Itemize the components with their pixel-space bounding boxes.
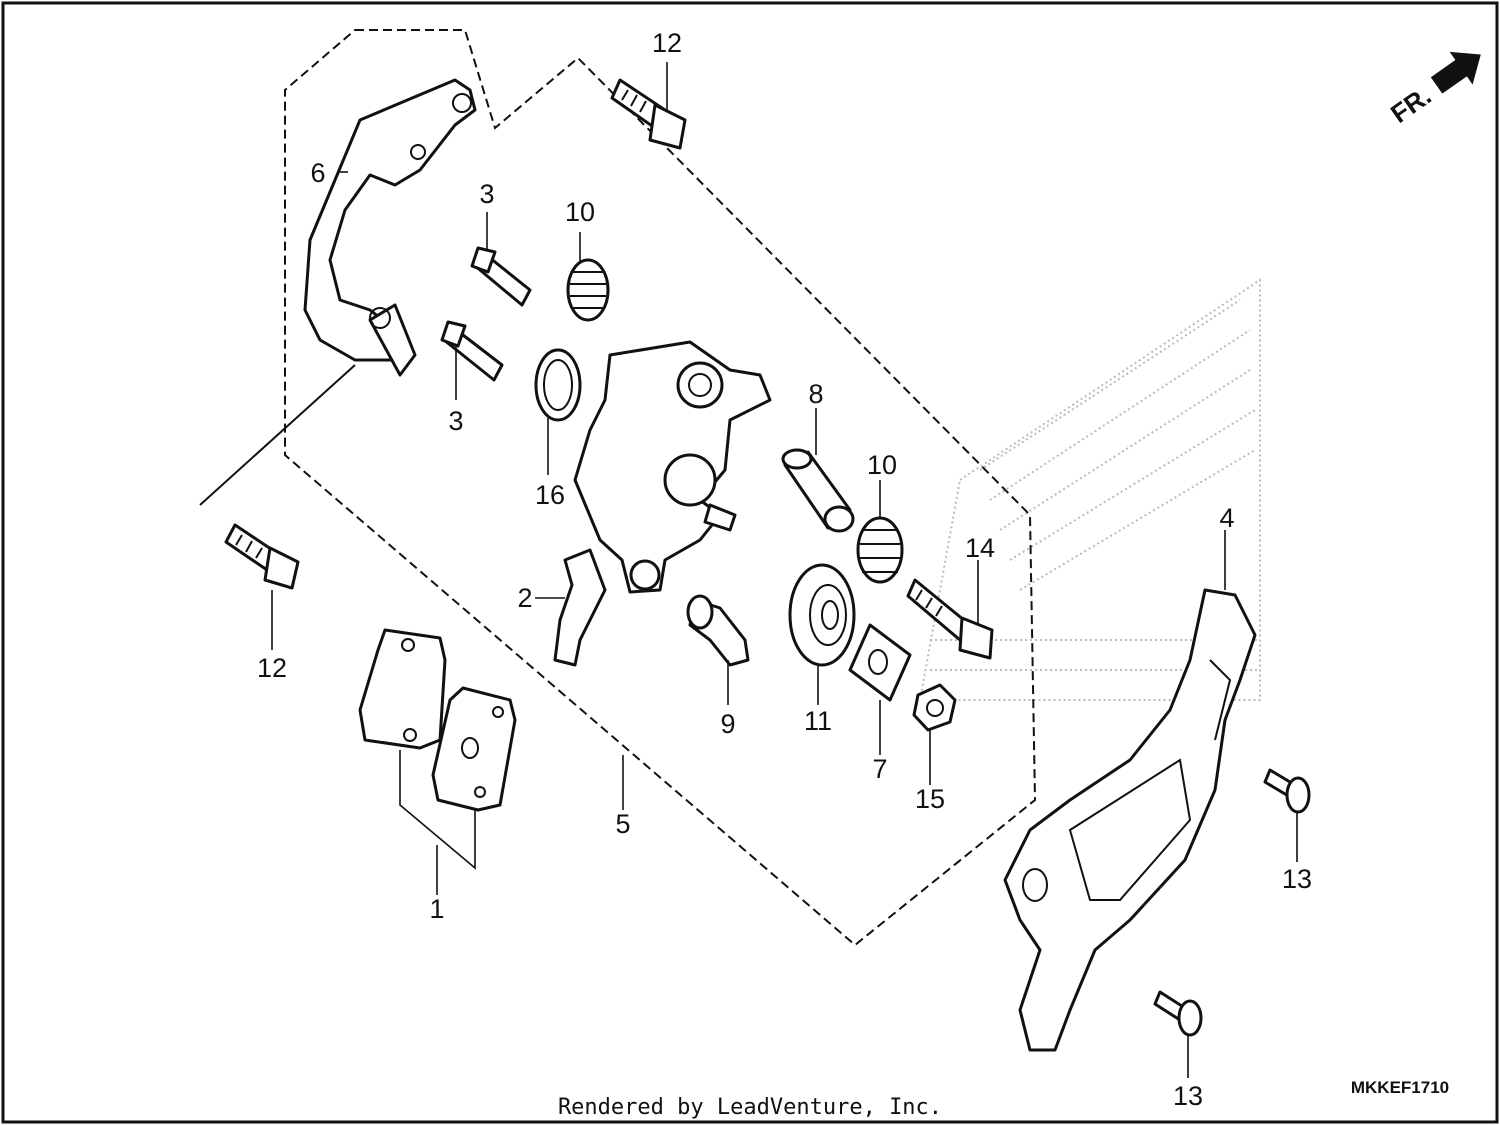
callout-labels: 1 2 3 3 4 5 6 7 8 9 10 10 11 12 12 13 13…	[257, 28, 1312, 1111]
callout-8: 8	[808, 379, 823, 409]
callout-13-lower: 13	[1173, 1081, 1203, 1111]
caliper-bracket	[303, 78, 477, 377]
callout-11: 11	[804, 706, 832, 736]
callout-12-top: 12	[652, 28, 682, 58]
sleeve	[781, 448, 855, 533]
pin-bolt-lower	[440, 320, 504, 382]
callout-9: 9	[720, 709, 735, 739]
callout-12-left: 12	[257, 653, 287, 683]
caliper-body	[573, 340, 772, 594]
callout-4: 4	[1219, 503, 1234, 533]
pad-roller	[788, 563, 856, 667]
leader-lines	[271, 62, 1298, 1078]
boot-upper	[566, 258, 610, 322]
callout-10-upper: 10	[565, 197, 595, 227]
callout-1: 1	[429, 894, 444, 924]
boot-lower	[856, 516, 904, 584]
callout-2: 2	[517, 583, 532, 613]
callout-16: 16	[535, 480, 565, 510]
assembly-outline	[284, 29, 1037, 947]
render-credit: Rendered by LeadVenture, Inc.	[558, 1095, 942, 1120]
slide-pin-bushing	[686, 594, 750, 667]
drawing-code: MKKEF1710	[1351, 1078, 1449, 1097]
piston-seal	[534, 348, 582, 422]
brake-pad-rear	[358, 628, 447, 750]
pad-leader	[399, 750, 476, 870]
callout-3-lower: 3	[448, 406, 463, 436]
screw-upper	[1263, 768, 1311, 814]
washer-plate	[848, 623, 912, 702]
fr-label: FR.	[1385, 80, 1437, 129]
callout-10-lower: 10	[867, 450, 897, 480]
front-direction-arrow: FR.	[1385, 51, 1481, 129]
screw-lower	[1153, 990, 1203, 1037]
flange-bolt-top	[610, 78, 687, 150]
callout-3-upper: 3	[479, 179, 494, 209]
brake-pad-front	[431, 686, 517, 812]
flange-bolt-left	[224, 523, 300, 590]
pad-spring	[553, 548, 607, 667]
assembly-leader	[199, 364, 356, 506]
callout-14: 14	[965, 533, 995, 563]
callout-13-upper: 13	[1282, 864, 1312, 894]
caliper-guard	[1003, 588, 1257, 1052]
flange-nut	[912, 683, 957, 732]
callout-15: 15	[915, 784, 945, 814]
hex-bolt	[906, 578, 994, 660]
pin-bolt-upper	[470, 246, 532, 307]
callout-6: 6	[310, 158, 325, 188]
callout-7: 7	[872, 754, 887, 784]
callout-5: 5	[615, 809, 630, 839]
